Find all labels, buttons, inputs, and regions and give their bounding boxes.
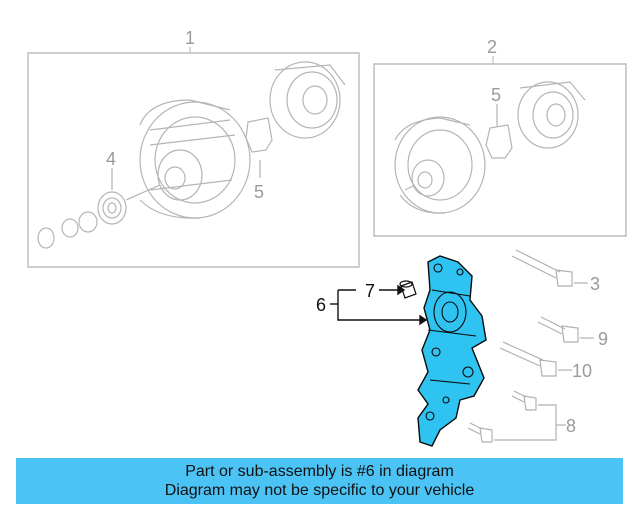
bolt-3[interactable] — [511, 249, 588, 287]
callout-9[interactable]: 9 — [598, 329, 608, 349]
sleeve-7[interactable] — [399, 280, 417, 299]
alternator-bracket-highlighted[interactable] — [417, 255, 487, 447]
callout-4[interactable]: 4 — [106, 149, 116, 169]
banner-line-1: Part or sub-assembly is #6 in diagram — [185, 463, 454, 480]
callout-1[interactable]: 1 — [185, 28, 195, 48]
callout-7[interactable]: 7 — [365, 281, 375, 301]
callout-5b[interactable]: 5 — [491, 85, 501, 105]
callout-5a[interactable]: 5 — [254, 182, 264, 202]
bolt-9[interactable] — [537, 316, 594, 343]
callout-lines-6-7 — [330, 284, 428, 326]
alternator-assembly-1[interactable] — [27, 47, 360, 268]
callout-2[interactable]: 2 — [487, 37, 497, 57]
callout-10[interactable]: 10 — [572, 361, 592, 381]
alternator-assembly-2[interactable] — [373, 56, 627, 237]
bolt-10[interactable] — [499, 341, 572, 377]
callout-3[interactable]: 3 — [590, 274, 600, 294]
callout-8[interactable]: 8 — [566, 416, 576, 436]
bolts-8[interactable] — [467, 390, 566, 443]
callout-6[interactable]: 6 — [316, 295, 326, 315]
info-banner: Part or sub-assembly is #6 in diagram Di… — [16, 458, 623, 504]
banner-line-2: Diagram may not be specific to your vehi… — [164, 482, 475, 499]
